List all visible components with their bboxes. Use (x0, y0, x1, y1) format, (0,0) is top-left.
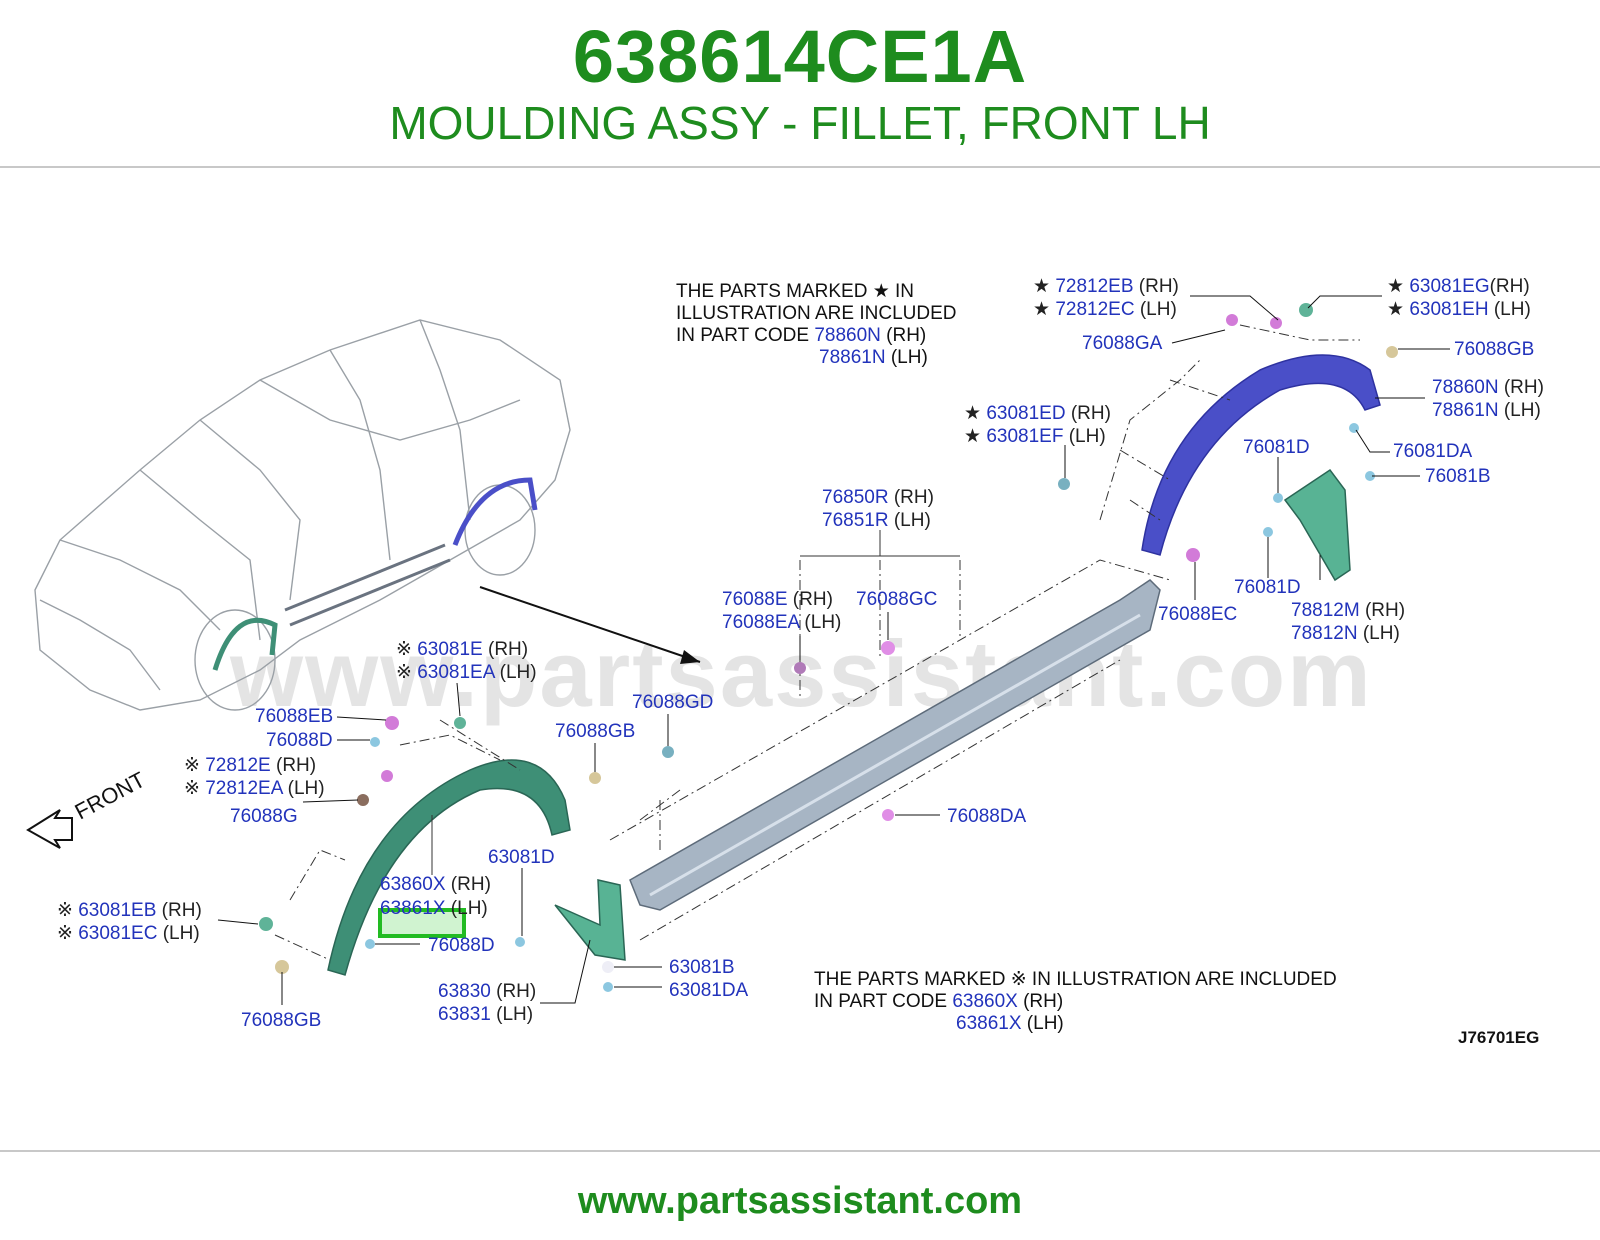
part-label[interactable]: 63830 (RH) (438, 981, 537, 1002)
part-label[interactable]: 76088E (RH) (722, 589, 833, 610)
illustration-reference-code: J76701EG (1458, 1028, 1540, 1047)
part-label[interactable]: 76088GB (555, 721, 636, 742)
part-label[interactable]: ※ 72812E (RH) (184, 755, 317, 776)
part-label[interactable]: ※ 63081EB (RH) (57, 900, 202, 921)
part-label[interactable]: ★ 63081ED (RH) (964, 403, 1111, 424)
part-label[interactable]: 76088DA (947, 806, 1027, 827)
part-number-title: 638614CE1A (572, 15, 1028, 98)
part-label[interactable]: 76088GD (632, 692, 714, 713)
part-label[interactable]: 63081D (488, 847, 555, 868)
note-star: THE PARTS MARKED ★ IN ILLUSTRATION ARE I… (676, 281, 957, 368)
part-label[interactable]: 76088D (266, 730, 333, 751)
front-direction-label: FRONT (71, 767, 150, 825)
part-label[interactable]: 76081D (1234, 577, 1301, 598)
part-label[interactable]: 78812M (RH) (1291, 600, 1406, 621)
part-label[interactable]: ★ 63081EH (LH) (1387, 299, 1531, 320)
part-label[interactable]: ★ 72812EC (LH) (1033, 299, 1177, 320)
part-label[interactable]: 76081DA (1393, 441, 1473, 462)
part-label[interactable]: 76088GC (856, 589, 938, 610)
part-label[interactable]: 63860X (RH) (380, 874, 491, 895)
part-label[interactable]: 76088GB (1454, 339, 1535, 360)
part-label[interactable]: 76088GB (241, 1010, 322, 1031)
part-label[interactable]: ★ 72812EB (RH) (1033, 276, 1179, 297)
header-divider (0, 166, 1600, 168)
part-label[interactable]: ※ 63081EA (LH) (396, 662, 537, 683)
part-label[interactable]: 76081D (1243, 437, 1310, 458)
part-label[interactable]: 76088EB (255, 706, 334, 727)
part-label[interactable]: ★ 63081EG(RH) (1387, 276, 1530, 297)
part-label[interactable]: 78860N (RH) (1432, 377, 1544, 398)
part-label[interactable]: 76851R (LH) (822, 510, 931, 531)
part-label-highlighted[interactable]: 63861X (LH) (380, 898, 488, 919)
part-description: MOULDING ASSY - FILLET, FRONT LH (389, 97, 1211, 149)
highlighted-part-box (378, 908, 466, 938)
part-label[interactable]: 76088D (428, 935, 495, 956)
fastener-clips (259, 303, 1398, 992)
part-label[interactable]: 63831 (LH) (438, 1004, 534, 1025)
part-label[interactable]: ※ 72812EA (LH) (184, 778, 325, 799)
part-label[interactable]: ★ 63081EF (LH) (964, 426, 1106, 447)
part-label[interactable]: 76850R (RH) (822, 487, 934, 508)
part-label[interactable]: 63081DA (669, 980, 749, 1001)
part-label[interactable]: 78861N (LH) (1432, 400, 1541, 421)
part-label[interactable]: 76088EA (LH) (722, 612, 842, 633)
part-label[interactable]: 76081B (1425, 466, 1491, 487)
part-label[interactable]: 76088G (230, 806, 298, 827)
part-label[interactable]: ※ 63081EC (LH) (57, 923, 200, 944)
part-label[interactable]: 76088GA (1082, 333, 1163, 354)
part-label[interactable]: 78812N (LH) (1291, 623, 1400, 644)
part-label[interactable]: 63081B (669, 957, 735, 978)
parts-diagram: FRONT (26, 295, 1450, 1005)
note-ref: THE PARTS MARKED ※ IN ILLUSTRATION ARE I… (814, 969, 1337, 1034)
header: 638614CE1A MOULDING ASSY - FILLET, FRONT… (0, 0, 1600, 170)
footer-divider (0, 1150, 1600, 1152)
footer-website[interactable]: www.partsassistant.com (577, 1180, 1023, 1222)
part-label[interactable]: ※ 63081E (RH) (396, 639, 529, 660)
part-label[interactable]: 76088EC (1158, 604, 1238, 625)
